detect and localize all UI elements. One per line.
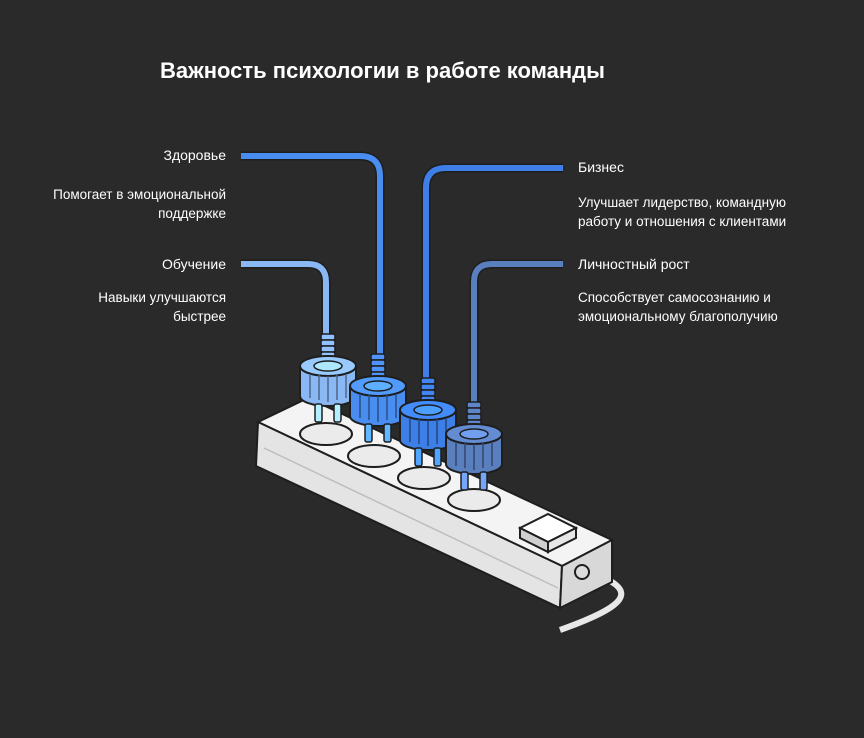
plug-prong-left	[460, 471, 469, 491]
description-health: Помогает в эмоциональной поддержке	[53, 187, 226, 221]
plug-neck-rib	[420, 383, 436, 391]
plug-personal-growth	[445, 401, 503, 491]
description-personal-growth: Способствует самосознанию и эмоционально…	[578, 290, 778, 324]
plug-learning	[299, 333, 357, 423]
description-learning: Навыки улучшаются быстрее	[98, 290, 226, 324]
socket-1	[299, 422, 353, 446]
cable-personal-growth	[471, 261, 563, 402]
plug-neck-rib	[370, 365, 386, 373]
plug-neck-rib	[466, 401, 482, 409]
plug-neck-rib	[320, 339, 336, 347]
cord-plug	[574, 564, 590, 580]
label-business: Бизнес	[578, 159, 624, 175]
cable-business	[423, 165, 563, 380]
plug-top-ring	[363, 380, 393, 392]
label-learning: Обучение	[161, 256, 226, 272]
plug-prong-left	[314, 403, 323, 423]
plug-neck-rib	[320, 345, 336, 353]
socket-3	[397, 466, 451, 490]
plug-neck-rib	[466, 413, 482, 421]
label-personal-growth: Личностный рост	[578, 256, 690, 272]
plug-prong-right	[479, 471, 488, 491]
plug-prong-left	[414, 447, 423, 467]
plug-neck-rib	[370, 359, 386, 367]
plug-neck-rib	[320, 333, 336, 341]
cable-personal-growth-outline	[469, 259, 563, 402]
socket-4	[447, 488, 501, 512]
plug-neck-rib	[466, 407, 482, 415]
plug-top-ring	[413, 404, 443, 416]
plug-prong-right	[383, 423, 392, 443]
plug-neck-rib	[370, 353, 386, 361]
strip-groove	[263, 447, 559, 589]
plug-neck-rib	[420, 377, 436, 385]
plug-health	[349, 353, 407, 443]
cable-health	[241, 153, 383, 356]
cable-learning-outline	[241, 259, 331, 336]
cable-business-outline	[421, 163, 563, 380]
diagram-title: Важность психологии в работе команды	[160, 58, 605, 83]
cable-learning	[241, 261, 329, 336]
socket-2	[347, 444, 401, 468]
plug-top-ring	[313, 360, 343, 372]
plug-prong-right	[333, 403, 342, 423]
description-business: Улучшает лидерство, командную работу и о…	[578, 195, 787, 229]
plug-top-ring	[459, 428, 489, 440]
power-strip	[254, 396, 615, 610]
label-health: Здоровье	[163, 147, 226, 163]
plug-prong-left	[364, 423, 373, 443]
plug-neck-rib	[420, 389, 436, 397]
cable-health-outline	[241, 151, 385, 356]
power-switch-side	[547, 526, 577, 554]
plug-prong-right	[433, 447, 442, 467]
